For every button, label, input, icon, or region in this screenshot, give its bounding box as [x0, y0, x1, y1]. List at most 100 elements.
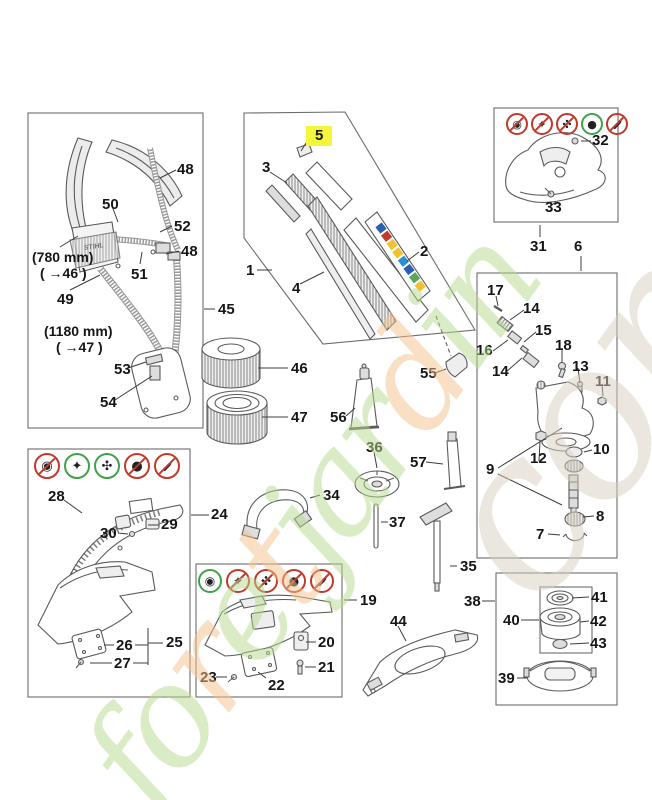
- deflector-19-drawing: [204, 594, 333, 683]
- callout-15: 15: [535, 322, 552, 339]
- callout-57: 57: [410, 454, 427, 471]
- callout-ref-46: ( →46 ): [40, 265, 87, 281]
- callout-29: 29: [161, 516, 178, 533]
- callout-10: 10: [593, 441, 610, 458]
- shaft-box: [243, 111, 476, 345]
- saw-disc-icon: ●: [581, 113, 603, 135]
- deflector-25-drawing: [37, 561, 156, 669]
- callout-13: 13: [572, 358, 589, 375]
- callout-28: 28: [48, 488, 65, 505]
- bracket-29-drawing: [145, 518, 160, 530]
- tri-blade-icon-prohibited: ✣: [556, 113, 578, 135]
- mowing-head-box: [495, 572, 618, 706]
- cap-55-drawing: [445, 352, 468, 378]
- callout-37: 37: [389, 514, 406, 531]
- callout-18: 18: [555, 337, 572, 354]
- screw-30-drawing: [128, 530, 136, 538]
- callout-47: 47: [291, 409, 308, 426]
- callout-24: 24: [211, 506, 228, 523]
- callout-16: 16: [476, 342, 493, 359]
- grease-tube-56-drawing: [348, 363, 380, 431]
- callout-42: 42: [590, 613, 607, 630]
- callout-23: 23: [200, 669, 217, 686]
- callout-1: 1: [246, 262, 255, 279]
- guard-allowed-tools-icons: ◉✦✣●: [34, 453, 180, 479]
- callout-46: 46: [291, 360, 308, 377]
- harness-drawing: [65, 137, 191, 419]
- callout-52: 52: [174, 218, 191, 235]
- callout-54: 54: [100, 394, 117, 411]
- spool-47-drawing: [206, 390, 268, 445]
- sticker-pictogram: [386, 238, 398, 251]
- callout-39: 39: [498, 670, 515, 687]
- callout-14b: 14: [492, 363, 509, 380]
- callout-ref-47: ( →47 ): [56, 339, 103, 355]
- callout-21: 21: [318, 659, 335, 676]
- callout-1180mm: (1180 mm): [44, 323, 113, 339]
- handle-box: [493, 107, 619, 223]
- pin-37-drawing: [373, 503, 379, 549]
- callout-50: 50: [102, 196, 119, 213]
- callout-30: 30: [100, 525, 117, 542]
- knife-blade-shape: [162, 461, 172, 471]
- sticker-pictogram: [397, 255, 410, 267]
- sticker-pictogram: [403, 263, 415, 276]
- callout-48: 48: [177, 161, 194, 178]
- callout-43: 43: [590, 635, 607, 652]
- callout-19: 19: [360, 592, 377, 609]
- callout-31: 31: [530, 238, 547, 255]
- callout-44: 44: [390, 613, 407, 630]
- knife-icon-prohibited: [310, 569, 334, 593]
- square-blade-icon: ✦: [64, 453, 90, 479]
- saw-disc-icon-prohibited: ●: [124, 453, 150, 479]
- callout-26: 26: [116, 637, 133, 654]
- callout-38: 38: [464, 593, 481, 610]
- spool-46-drawing: [201, 337, 261, 389]
- sticker-pictogram: [392, 247, 404, 259]
- knife-icon-prohibited: [606, 113, 628, 135]
- callout-25: 25: [166, 634, 183, 651]
- callout-3: 3: [262, 159, 271, 176]
- callout-20: 20: [318, 634, 335, 651]
- sticker-pictogram: [408, 272, 421, 284]
- callout-48b: 48: [181, 243, 198, 260]
- callout-12: 12: [530, 450, 547, 467]
- callout-6: 6: [574, 238, 583, 255]
- callout-49: 49: [57, 291, 74, 308]
- drive-tube-drawing: [265, 143, 468, 378]
- circlip-7-drawing: [562, 532, 588, 542]
- knife-blade-shape: [317, 576, 327, 586]
- callout-32: 32: [592, 132, 609, 149]
- trimmer-head-icon-prohibited: ◉: [34, 453, 60, 479]
- stihl-logo-text: STIHL: [83, 242, 104, 252]
- knife-blade-shape: [612, 119, 622, 129]
- loop-34-drawing: [241, 489, 313, 540]
- leader-lines: [59, 139, 604, 679]
- tri-blade-icon-prohibited: ✣: [254, 569, 278, 593]
- callout-27: 27: [114, 655, 131, 672]
- callout-780mm: (780 mm): [32, 249, 94, 265]
- section-boxes: [27, 107, 619, 706]
- sticker-pictogram: [375, 222, 387, 234]
- cutting-blade-drawing: [362, 629, 479, 697]
- callout-36: 36: [366, 439, 383, 456]
- callout-34: 34: [323, 487, 340, 504]
- callout-53: 53: [114, 361, 131, 378]
- square-blade-icon-prohibited: ✦: [531, 113, 553, 135]
- wrench-35-drawing: [419, 502, 453, 592]
- callout-51: 51: [131, 266, 148, 283]
- callout-4: 4: [292, 280, 301, 297]
- callout-8: 8: [596, 508, 605, 525]
- callout-2: 2: [420, 243, 429, 260]
- callout-5-highlighted: 5: [306, 126, 333, 146]
- callout-35: 35: [460, 558, 477, 575]
- callout-7: 7: [536, 526, 545, 543]
- callout-55: 55: [420, 365, 437, 382]
- deflector-allowed-tools-icons: ◉✦✣●: [198, 569, 334, 593]
- handle-allowed-tools-icons: ◉✦✣●: [506, 113, 628, 135]
- callout-17: 17: [487, 282, 504, 299]
- callout-11: 11: [595, 373, 611, 390]
- knife-icon-prohibited: [154, 453, 180, 479]
- guard-box: [27, 448, 191, 698]
- callout-40: 40: [503, 612, 520, 629]
